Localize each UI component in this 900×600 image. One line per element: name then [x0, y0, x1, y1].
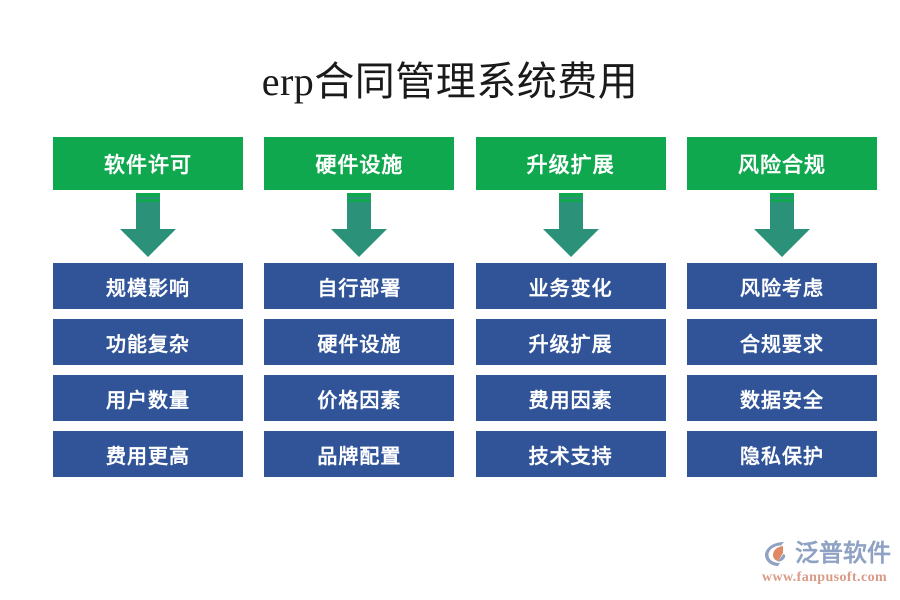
down-arrow-icon [750, 187, 814, 259]
column-1-items: 规模影响 功能复杂 用户数量 费用更高 [53, 263, 243, 477]
list-item[interactable]: 价格因素 [264, 375, 455, 421]
column-4-items: 风险考虑 合规要求 数据安全 隐私保护 [686, 263, 877, 477]
list-item[interactable]: 费用更高 [53, 431, 243, 477]
down-arrow-icon [116, 187, 180, 259]
column-3-arrow-wrap [476, 190, 666, 270]
list-item[interactable]: 风险考虑 [686, 263, 877, 309]
column-1: 软件许可 规模影响 功能复杂 用户数量 费用更高 [53, 137, 243, 483]
column-4-header[interactable]: 风险合规 [686, 137, 877, 190]
column-4: 风险合规 风险考虑 合规要求 数据安全 隐私保护 [686, 137, 877, 483]
list-item[interactable]: 硬件设施 [264, 319, 455, 365]
list-item[interactable]: 自行部署 [264, 263, 455, 309]
column-3-header[interactable]: 升级扩展 [475, 137, 666, 190]
brand-row: 泛普软件 [762, 538, 894, 570]
column-3-items: 业务变化 升级扩展 费用因素 技术支持 [475, 263, 666, 477]
list-item[interactable]: 数据安全 [686, 375, 877, 421]
column-2-arrow-wrap [264, 190, 454, 270]
list-item[interactable]: 升级扩展 [475, 319, 666, 365]
list-item[interactable]: 品牌配置 [264, 431, 455, 477]
column-1-arrow-wrap [53, 190, 243, 270]
list-item[interactable]: 功能复杂 [53, 319, 243, 365]
column-2-items: 自行部署 硬件设施 价格因素 品牌配置 [264, 263, 455, 477]
brand-name: 泛普软件 [795, 541, 891, 567]
list-item[interactable]: 用户数量 [53, 375, 243, 421]
list-item[interactable]: 费用因素 [475, 375, 666, 421]
list-item[interactable]: 规模影响 [53, 263, 243, 309]
brand-url: www.fanpusoft.com [762, 570, 888, 585]
list-item[interactable]: 业务变化 [475, 263, 666, 309]
column-3: 升级扩展 业务变化 升级扩展 费用因素 技术支持 [475, 137, 666, 483]
column-1-header[interactable]: 软件许可 [53, 137, 243, 190]
down-arrow-icon [327, 187, 391, 259]
column-2: 硬件设施 自行部署 硬件设施 价格因素 品牌配置 [264, 137, 455, 483]
column-2-header[interactable]: 硬件设施 [264, 137, 455, 190]
column-4-arrow-wrap [687, 190, 877, 270]
brand-watermark: 泛普软件 www.fanpusoft.com [762, 538, 894, 590]
down-arrow-icon [539, 187, 603, 259]
page-title: erp合同管理系统费用 [261, 59, 639, 104]
list-item[interactable]: 合规要求 [686, 319, 877, 365]
list-item[interactable]: 隐私保护 [686, 431, 877, 477]
fanpu-swoosh-logo-icon [762, 539, 792, 569]
columns-container: 软件许可 规模影响 功能复杂 用户数量 费用更高 硬件设施 [53, 137, 877, 483]
list-item[interactable]: 技术支持 [475, 431, 666, 477]
